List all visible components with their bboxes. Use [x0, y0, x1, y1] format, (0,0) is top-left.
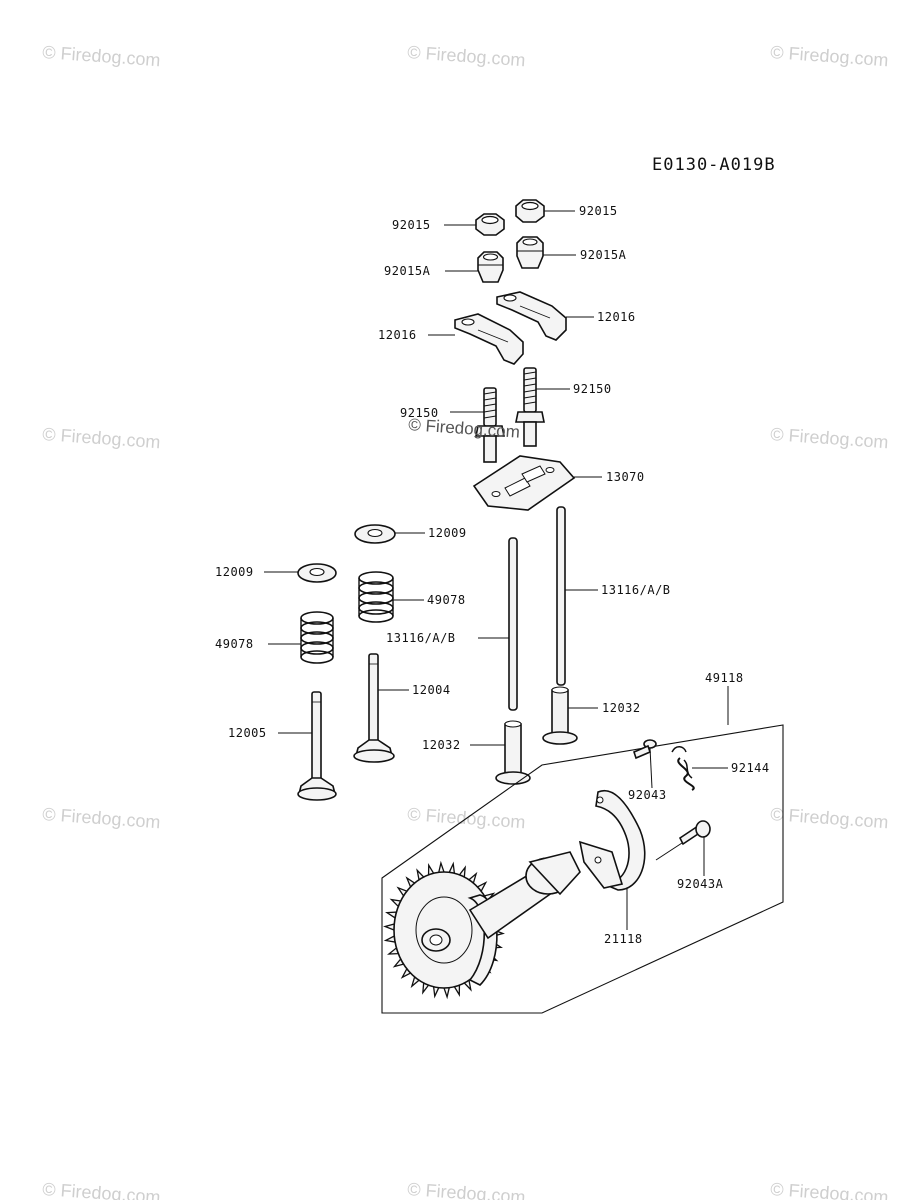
label-92015-left: 92015 [392, 218, 431, 232]
watermark: © Firedog.com [42, 1179, 161, 1200]
label-12032-right: 12032 [602, 701, 641, 715]
part-push-rod-13116-right[interactable] [556, 506, 566, 686]
diagram-code: E0130-A019B [652, 155, 776, 175]
part-stud-92150-left[interactable] [475, 387, 505, 463]
label-92015A-left: 92015A [384, 264, 431, 278]
leader-lines [264, 210, 729, 930]
part-rocker-arm-12016-right[interactable] [496, 291, 567, 341]
label-49118: 49118 [705, 671, 744, 685]
watermark: © Firedog.com [770, 42, 889, 70]
part-guide-plate-13070[interactable] [472, 455, 576, 511]
watermark: © Firedog.com [407, 42, 526, 70]
part-spring-92144[interactable] [671, 746, 695, 791]
label-12016-right: 12016 [597, 310, 636, 324]
label-92150-left: 92150 [400, 406, 439, 420]
label-13070: 13070 [606, 470, 645, 484]
part-bolt-92043A[interactable] [678, 820, 711, 846]
watermark: © Firedog.com [770, 1179, 889, 1200]
label-49078-lower: 49078 [215, 637, 254, 651]
part-push-rod-13116-left[interactable] [508, 537, 518, 711]
gear-tooth [437, 860, 445, 874]
gear-tooth [443, 986, 451, 1000]
watermark: © Firedog.com [42, 42, 161, 70]
part-tappet-12032-left[interactable] [495, 720, 531, 785]
label-92015A-right: 92015A [580, 248, 627, 262]
watermark: © Firedog.com [42, 424, 161, 452]
part-retainer-12009-upper[interactable] [354, 524, 396, 544]
part-nut-92015-left[interactable] [475, 213, 505, 236]
part-camshaft-gear[interactable] [383, 851, 581, 1000]
label-12009-upper: 12009 [428, 526, 467, 540]
part-nut-92015A-right[interactable] [516, 236, 544, 269]
label-12009-lower: 12009 [215, 565, 254, 579]
part-nut-92015-right[interactable] [515, 199, 545, 223]
label-49078-upper: 49078 [427, 593, 466, 607]
part-valve-12004[interactable] [353, 653, 395, 763]
label-13116-right: 13116/A/B [601, 583, 671, 597]
watermark-center: © Firedog.com [408, 415, 521, 442]
gear-tooth [383, 923, 395, 931]
watermark: © Firedog.com [770, 804, 889, 832]
label-12005: 12005 [228, 726, 267, 740]
label-13116-left: 13116/A/B [386, 631, 456, 645]
part-tappet-12032-right[interactable] [542, 686, 578, 745]
part-nut-92015A-left[interactable] [477, 251, 504, 283]
label-12016-left: 12016 [378, 328, 417, 342]
label-92015-right: 92015 [579, 204, 618, 218]
watermarks: © Firedog.com © Firedog.com © Firedog.co… [42, 42, 889, 1200]
camshaft-assembly-box [381, 724, 784, 1014]
part-retainer-12009-lower[interactable] [297, 563, 337, 583]
watermark: © Firedog.com [770, 424, 889, 452]
part-valve-spring-49078-lower[interactable] [300, 611, 334, 664]
label-92043A: 92043A [677, 877, 724, 891]
part-governor-21118[interactable] [578, 789, 646, 891]
part-valve-12005[interactable] [297, 691, 337, 801]
part-rocker-arm-12016-left[interactable] [454, 313, 524, 365]
label-12004: 12004 [412, 683, 451, 697]
label-92150-right: 92150 [573, 382, 612, 396]
watermark: © Firedog.com [42, 804, 161, 832]
label-92144: 92144 [731, 761, 770, 775]
part-labels: 92015 92015 92015A 92015A 12016 12016 92… [215, 204, 770, 946]
part-valve-spring-49078-upper[interactable] [358, 571, 394, 623]
label-92043: 92043 [628, 788, 667, 802]
part-stud-92150-right[interactable] [515, 367, 545, 447]
label-21118: 21118 [604, 932, 643, 946]
watermark: © Firedog.com [407, 1179, 526, 1200]
label-12032-left: 12032 [422, 738, 461, 752]
